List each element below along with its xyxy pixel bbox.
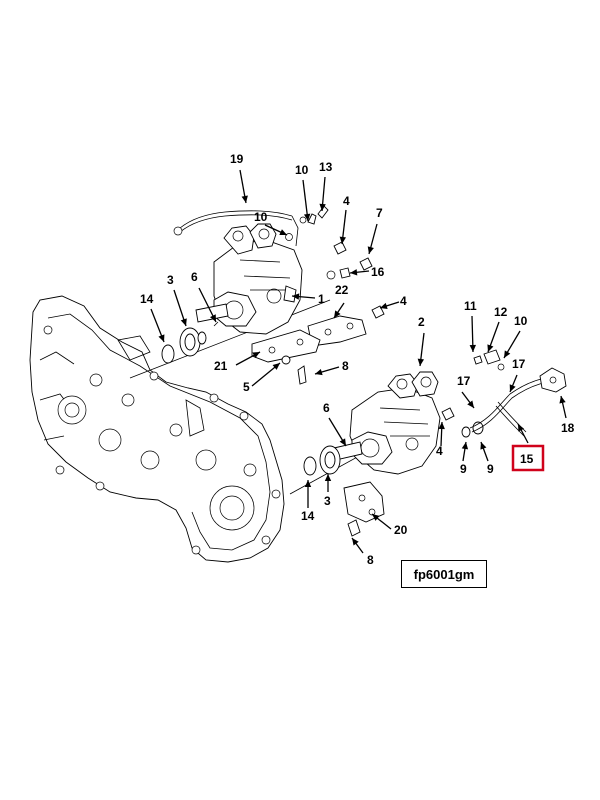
upper-bracket-21	[251, 329, 321, 385]
callout-16: 16	[371, 265, 385, 279]
timing-cover-housing	[29, 295, 285, 563]
arrowhead	[367, 246, 374, 254]
callout-8: 8	[367, 553, 374, 567]
upper-fuel-injection-pump	[195, 223, 303, 335]
callout-11: 11	[464, 299, 477, 313]
callout-3: 3	[324, 494, 331, 508]
callout-2: 2	[418, 315, 425, 329]
arrowhead	[380, 302, 388, 309]
arrowhead	[339, 236, 346, 244]
arrowhead	[339, 438, 346, 446]
arrowhead	[279, 229, 287, 236]
callout-18: 18	[561, 421, 575, 435]
arrowhead	[158, 334, 165, 342]
callout-22: 22	[335, 283, 349, 297]
callout-10: 10	[254, 210, 268, 224]
callout-4: 4	[343, 194, 350, 208]
arrowhead	[469, 344, 477, 352]
arrowhead	[272, 363, 280, 370]
figure-reference-id: fp6001gm	[401, 560, 487, 588]
callout-21: 21	[214, 359, 228, 373]
arrowhead	[241, 195, 248, 203]
callout-15-highlight: 15	[511, 444, 545, 472]
arrowhead	[417, 358, 425, 366]
arrowhead	[559, 396, 566, 404]
arrowhead	[319, 203, 326, 211]
lower-bracket-20	[343, 481, 385, 537]
callout-17: 17	[512, 357, 526, 371]
callout-6: 6	[323, 401, 330, 415]
callout-7: 7	[376, 206, 383, 220]
arrowhead	[372, 514, 380, 521]
arrowhead	[352, 538, 359, 546]
arrowhead	[480, 442, 487, 450]
callout-14: 14	[301, 509, 315, 523]
lower-drive-gear-set	[303, 445, 341, 476]
arrowhead	[438, 422, 445, 430]
callout-19: 19	[230, 152, 244, 166]
callout-17: 17	[457, 374, 471, 388]
arrowhead	[315, 368, 323, 376]
callout-9: 9	[487, 462, 494, 476]
arrowhead	[304, 480, 312, 487]
upper-drive-gear-set	[161, 321, 219, 364]
lower-fuel-injection-pump	[333, 371, 441, 475]
callout-15: 15	[520, 452, 534, 466]
arrowhead	[504, 350, 511, 358]
callout-10: 10	[514, 314, 528, 328]
arrowhead	[180, 318, 187, 326]
fuel-line-19	[173, 210, 299, 247]
callout-4: 4	[436, 444, 443, 458]
callout-13: 13	[319, 160, 333, 174]
arrowhead	[518, 424, 525, 432]
callout-8: 8	[342, 359, 349, 373]
arrowhead	[461, 442, 469, 450]
arrowhead	[252, 352, 260, 359]
arrowhead	[487, 344, 494, 352]
arrowhead	[509, 384, 516, 392]
arrowhead	[324, 474, 332, 481]
callout-14: 14	[140, 292, 154, 306]
arrowhead	[350, 269, 358, 276]
upper-fittings	[285, 205, 373, 280]
callout-9: 9	[460, 462, 467, 476]
fuel-line-assembly-15	[469, 349, 567, 437]
callout-3: 3	[167, 273, 174, 287]
arrowhead	[334, 310, 341, 318]
callout-20: 20	[394, 523, 408, 537]
callout-12: 12	[494, 305, 508, 319]
callout-5: 5	[243, 380, 250, 394]
lower-fittings	[441, 407, 484, 438]
arrowhead	[303, 213, 311, 221]
leader-arrows	[150, 169, 567, 554]
callout-10: 10	[295, 163, 309, 177]
callout-1: 1	[318, 292, 325, 306]
callout-6: 6	[191, 270, 198, 284]
arrowhead	[210, 314, 216, 322]
callout-4: 4	[400, 294, 407, 308]
callout-labels: 19 10 13 10 4 7 16 3 6 14 22 1 4 21 5 8 …	[140, 152, 575, 567]
arrowhead	[292, 293, 300, 300]
arrowhead	[467, 400, 474, 408]
